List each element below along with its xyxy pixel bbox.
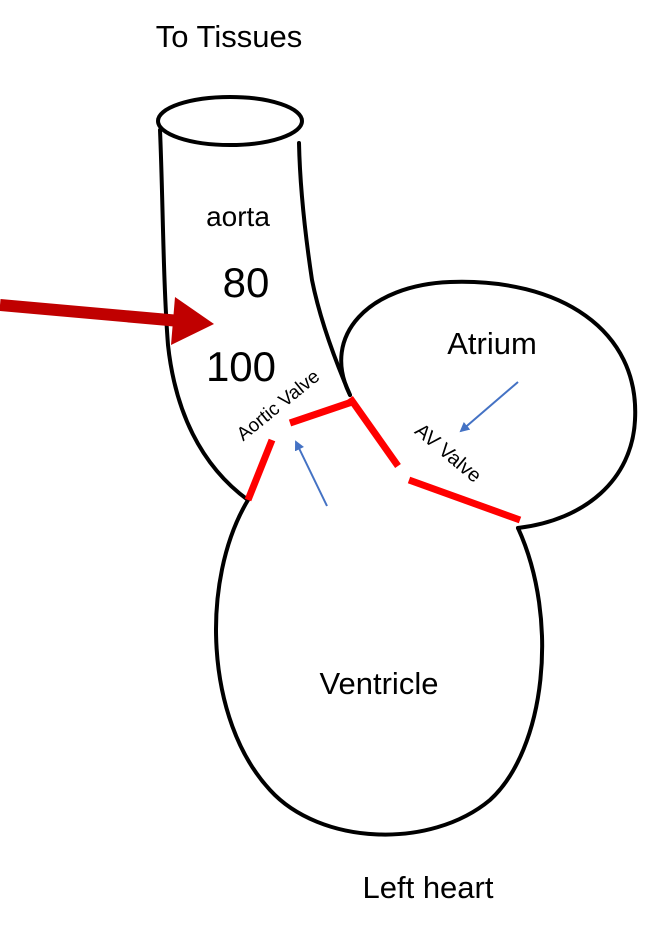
pressure-upper: 80: [223, 259, 270, 306]
aorta-label: aorta: [206, 201, 270, 232]
aorta-left-wall: [158, 128, 250, 502]
atrium-label: Atrium: [447, 326, 537, 361]
aortic-flow-arrow-icon: [294, 440, 328, 507]
ventricle-outline: [214, 498, 545, 837]
av-valve-label: AV Valve: [410, 419, 485, 487]
pointer-arrow-head: [171, 297, 214, 345]
atrium-outline: [339, 279, 638, 530]
pressure-lower: 100: [206, 343, 276, 390]
aortic-valve-right-leaflet: [288, 398, 354, 427]
bottom-label: Left heart: [363, 870, 494, 905]
av-valve-lower-leaflet: [407, 476, 522, 524]
atrial-flow-arrow-icon: [459, 381, 519, 433]
top-label: To Tissues: [156, 19, 302, 54]
ventricle-label: Ventricle: [320, 666, 439, 701]
aorta-opening: [156, 95, 304, 147]
aorta-right-wall: [297, 141, 352, 397]
pointer-arrow-shaft: [0, 299, 181, 327]
aortic-valve-left-leaflet: [244, 438, 276, 502]
av-valve-upper-leaflet: [347, 395, 401, 469]
